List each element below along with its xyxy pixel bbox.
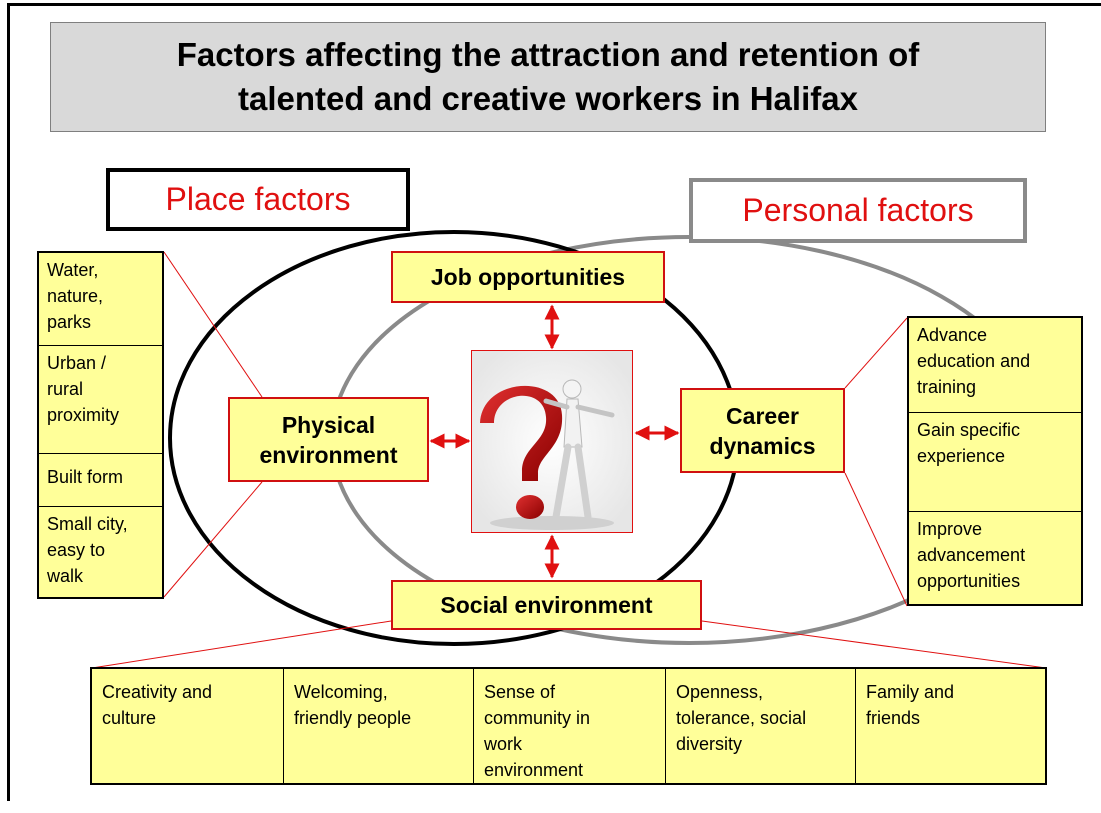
connector-line — [91, 620, 392, 669]
question-figure-illustration — [472, 351, 632, 532]
title-box: Factors affecting the attraction and ret… — [50, 22, 1046, 132]
list-item: Advance education and training — [917, 325, 1031, 397]
connector-line — [163, 251, 263, 398]
social-environment-list: Creativity and culture Welcoming, friend… — [90, 667, 1047, 785]
place-factors-label: Place factors — [106, 168, 410, 231]
list-item: Sense of community in work environment — [473, 669, 665, 783]
connector-line — [163, 481, 263, 598]
personal-factors-label: Personal factors — [689, 178, 1027, 243]
list-item: Improve advancement opportunities — [909, 511, 1081, 604]
career-dynamics-box: Career dynamics — [680, 388, 845, 473]
list-item: Creativity and culture — [102, 682, 213, 728]
list-item: Small city, easy to walk — [39, 506, 162, 597]
page-frame — [7, 3, 1101, 801]
job-opportunities-box: Job opportunities — [391, 251, 665, 303]
list-item: Family and friends — [855, 669, 1045, 783]
list-item: Built form — [39, 453, 162, 506]
list-item: Gain specific experience — [909, 412, 1081, 511]
list-item: Welcoming, friendly people — [283, 669, 473, 783]
page-title: Factors affecting the attraction and ret… — [176, 36, 920, 117]
list-item: Openness, tolerance, social diversity — [665, 669, 855, 783]
physical-environment-list: Water, nature, parks Urban / rural proxi… — [37, 251, 164, 599]
social-environment-box: Social environment — [391, 580, 702, 630]
connector-line — [844, 472, 908, 607]
list-item: Water, nature, parks — [47, 260, 104, 332]
list-item: Urban / rural proximity — [39, 345, 162, 453]
connector-line — [701, 620, 1047, 669]
career-dynamics-list: Advance education and training Gain spec… — [907, 316, 1083, 606]
physical-environment-box: Physical environment — [228, 397, 429, 482]
question-mark-figure-icon — [471, 350, 633, 533]
connector-line — [844, 317, 908, 389]
